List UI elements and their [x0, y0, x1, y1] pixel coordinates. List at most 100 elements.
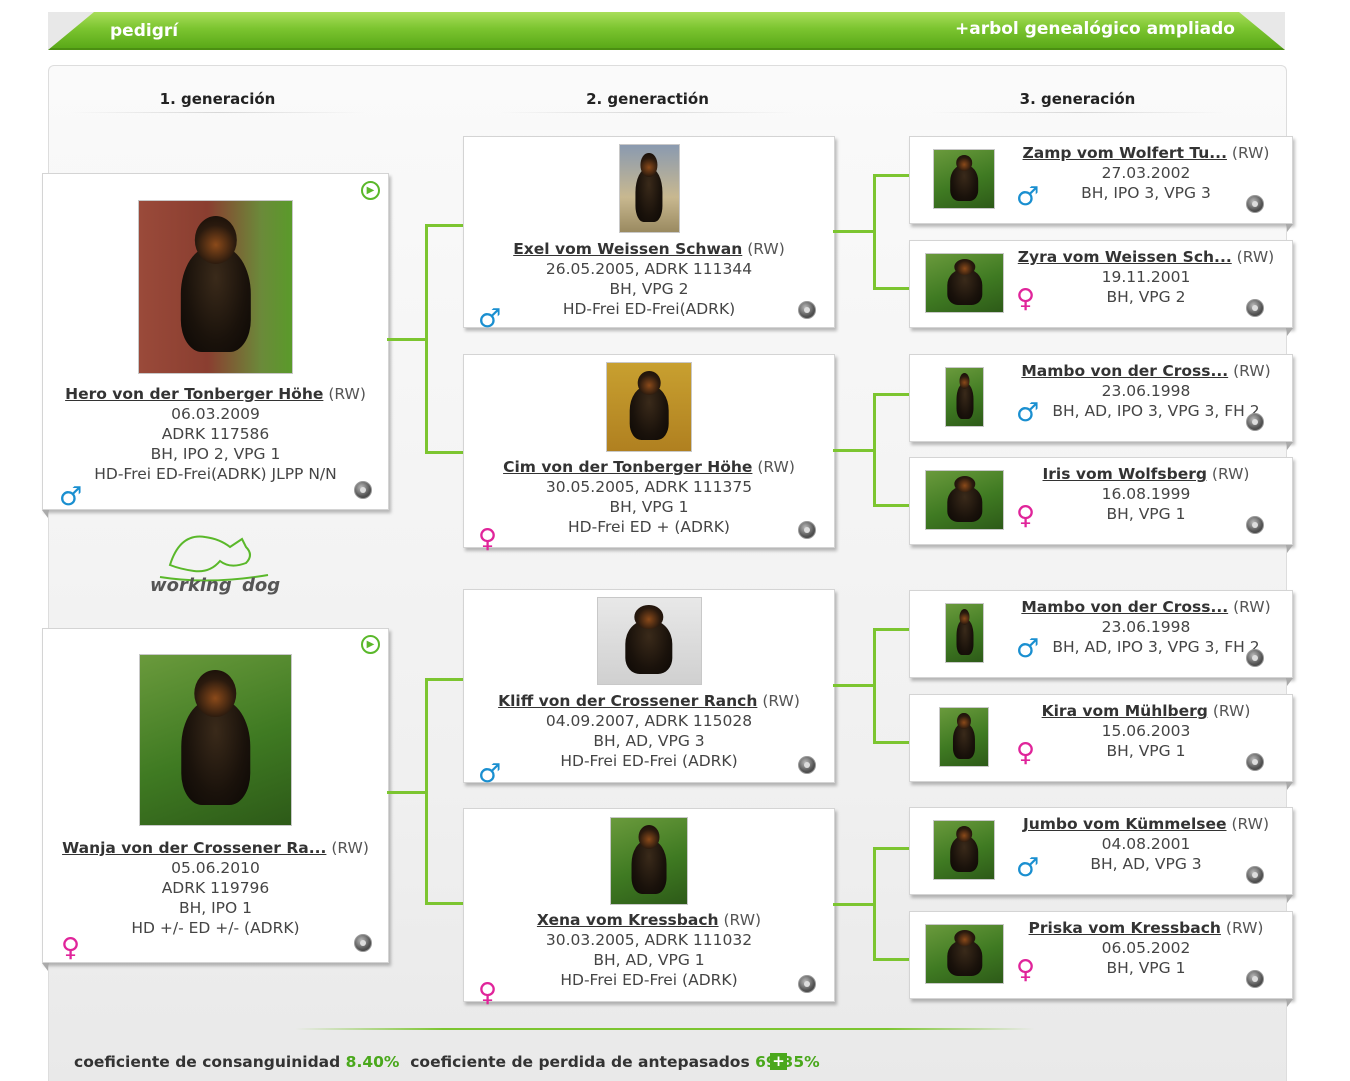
- gen3-card-8: Priska vom Kressbach (RW) 06.05.2002 BH,…: [909, 911, 1293, 1007]
- dog-name-link[interactable]: Zamp vom Wolfert Tu...: [1022, 144, 1227, 162]
- dog-name-link[interactable]: Jumbo vom Kümmelsee: [1022, 815, 1227, 833]
- footer-divider: [295, 1028, 1035, 1030]
- dog-health: HD +/- ED +/- (ADRK): [131, 919, 300, 937]
- pin-icon[interactable]: [354, 934, 372, 952]
- female-icon: ♀: [1016, 284, 1036, 314]
- dog-photo[interactable]: [945, 603, 984, 663]
- dog-titles: BH, VPG 1: [1106, 505, 1186, 523]
- dog-name-link[interactable]: Mambo von der Cross...: [1021, 362, 1229, 380]
- card-fold: [1287, 895, 1293, 903]
- pin-icon[interactable]: [1246, 516, 1264, 534]
- video-play-icon[interactable]: ▶: [361, 635, 380, 654]
- dog-name-link[interactable]: Kira vom Mühlberg: [1041, 702, 1208, 720]
- pin-icon[interactable]: [1246, 866, 1264, 884]
- dog-photo[interactable]: [933, 149, 995, 209]
- female-icon: ♀: [478, 978, 498, 1008]
- connector: [425, 678, 463, 681]
- dog-tag: (RW): [1231, 815, 1270, 833]
- pin-icon[interactable]: [798, 756, 816, 774]
- dog-photo[interactable]: [925, 253, 1004, 313]
- connector: [873, 628, 876, 744]
- video-play-icon[interactable]: ▶: [361, 181, 380, 200]
- gen3-card-6: Kira vom Mühlberg (RW) 15.06.2003 BH, VP…: [909, 694, 1293, 790]
- pin-icon[interactable]: [1246, 753, 1264, 771]
- dog-photo[interactable]: [606, 362, 692, 452]
- dog-name-link[interactable]: Exel vom Weissen Schwan: [513, 240, 743, 258]
- dog-photo[interactable]: [925, 470, 1004, 530]
- connector: [833, 449, 875, 452]
- connector: [425, 224, 428, 454]
- dog-name-link[interactable]: Wanja von der Crossener Ra...: [62, 839, 327, 857]
- connector: [873, 847, 876, 961]
- ancestor-loss-value: 69.35%: [755, 1053, 820, 1071]
- pin-icon[interactable]: [1246, 195, 1264, 213]
- dog-name-link[interactable]: Cim von der Tonberger Höhe: [503, 458, 753, 476]
- gen3-card-4: Iris vom Wolfsberg (RW) 16.08.1999 BH, V…: [909, 457, 1293, 553]
- generation-3-heading: 3. generación: [930, 90, 1225, 113]
- pin-icon[interactable]: [1246, 649, 1264, 667]
- expand-plus-button[interactable]: +: [770, 1053, 787, 1070]
- extended-pedigree-link[interactable]: +arbol genealógico ampliado: [954, 19, 1235, 39]
- pin-icon[interactable]: [1246, 413, 1264, 431]
- ancestor-loss-label: coeficiente de perdida de antepasados: [410, 1053, 750, 1071]
- card-fold: [1287, 999, 1293, 1007]
- male-icon: ♂: [1016, 853, 1040, 883]
- pin-icon[interactable]: [798, 301, 816, 319]
- dog-name-link[interactable]: Iris vom Wolfsberg: [1042, 465, 1207, 483]
- dog-photo[interactable]: [610, 817, 688, 905]
- gen3-card-5: Mambo von der Cross... (RW) 23.06.1998 B…: [909, 590, 1293, 686]
- connector: [873, 504, 909, 507]
- dog-photo[interactable]: [925, 924, 1004, 984]
- dog-photo[interactable]: [933, 820, 995, 880]
- dog-titles: BH, IPO 3, VPG 3: [1081, 184, 1211, 202]
- dog-photo[interactable]: [945, 367, 984, 427]
- dog-name-link[interactable]: Hero von der Tonberger Höhe: [65, 385, 324, 403]
- gen3-card-7: Jumbo vom Kümmelsee (RW) 04.08.2001 BH, …: [909, 807, 1293, 903]
- pin-icon[interactable]: [798, 521, 816, 539]
- dog-tag: (RW): [1212, 702, 1251, 720]
- dog-photo[interactable]: [138, 200, 293, 374]
- pin-icon[interactable]: [1246, 299, 1264, 317]
- male-icon: ♂: [478, 304, 502, 334]
- connector: [833, 903, 875, 906]
- connector: [425, 451, 463, 454]
- male-icon: ♂: [478, 759, 502, 789]
- dog-birth-registration: 30.05.2005, ADRK 111375: [545, 478, 753, 496]
- dog-titles: BH, IPO 1: [178, 899, 253, 917]
- dog-photo[interactable]: [618, 144, 680, 233]
- dog-photo[interactable]: [596, 597, 702, 685]
- dog-tag: (RW): [1236, 248, 1275, 266]
- dog-health: HD-Frei ED-Frei (ADRK): [560, 971, 738, 989]
- male-icon: ♂: [59, 482, 83, 512]
- dog-name-link[interactable]: Kliff von der Crossener Ranch: [498, 692, 758, 710]
- dog-photo[interactable]: [939, 707, 989, 767]
- dog-name-link[interactable]: Priska vom Kressbach: [1028, 919, 1221, 937]
- gen3-card-3: Mambo von der Cross... (RW) 23.06.1998 B…: [909, 354, 1293, 450]
- generation-2-heading: 2. generactión: [500, 90, 795, 113]
- dog-titles: BH, AD, IPO 3, VPG 3, FH 2: [1052, 638, 1260, 656]
- dog-tag: (RW): [331, 839, 369, 857]
- pin-icon[interactable]: [798, 975, 816, 993]
- dog-birth-registration: 30.03.2005, ADRK 111032: [545, 931, 753, 949]
- dog-titles: BH, AD, VPG 1: [593, 951, 705, 969]
- male-icon: ♂: [1016, 634, 1040, 664]
- gen2-card-2: Cim von der Tonberger Höhe (RW) 30.05.20…: [463, 354, 835, 552]
- dog-photo[interactable]: [139, 654, 292, 826]
- pin-icon[interactable]: [1246, 970, 1264, 988]
- pin-icon[interactable]: [354, 481, 372, 499]
- coi-label: coeficiente de consanguinidad: [74, 1053, 341, 1071]
- gen1-card-sire: ▶ Hero von der Tonberger Höhe (RW) 06.03…: [42, 173, 389, 518]
- connector: [387, 791, 427, 794]
- dog-health: HD-Frei ED-Frei(ADRK) JLPP N/N: [94, 465, 337, 483]
- dog-name-link[interactable]: Mambo von der Cross...: [1021, 598, 1229, 616]
- dog-titles: BH, AD, VPG 3: [593, 732, 705, 750]
- connector: [873, 628, 909, 631]
- dog-name-link[interactable]: Xena vom Kressbach: [536, 911, 719, 929]
- coi-value: 8.40%: [345, 1053, 400, 1071]
- connector: [833, 230, 875, 233]
- dog-name-link[interactable]: Zyra vom Weissen Sch...: [1017, 248, 1232, 266]
- gen2-card-1: Exel vom Weissen Schwan (RW) 26.05.2005,…: [463, 136, 835, 334]
- pedigree-header: pedigrí +arbol genealógico ampliado: [48, 12, 1285, 50]
- connector: [873, 287, 909, 290]
- dog-tag: (RW): [723, 911, 762, 929]
